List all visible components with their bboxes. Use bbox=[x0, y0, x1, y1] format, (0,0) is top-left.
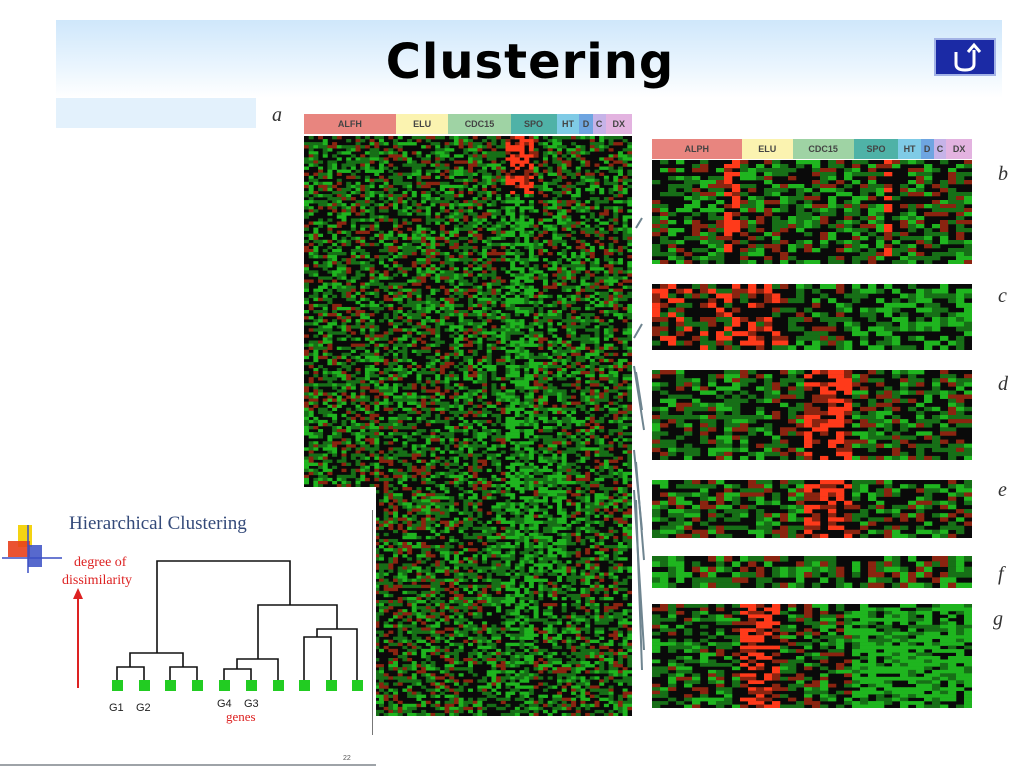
title-band-extension bbox=[56, 98, 256, 128]
y-label-line2: dissimilarity bbox=[62, 573, 132, 588]
condition-alph: ALPH bbox=[652, 139, 742, 159]
leaf-label-g3: G3 bbox=[244, 698, 259, 710]
panel-label-g: g bbox=[993, 608, 1003, 630]
panel-label-f: f bbox=[998, 563, 1004, 585]
slide-title: Clustering bbox=[385, 34, 675, 90]
heatmap-main bbox=[304, 136, 632, 716]
heatmap-cluster-d bbox=[652, 370, 972, 460]
condition-c: C bbox=[592, 114, 606, 134]
cluster-connectors bbox=[633, 217, 645, 671]
gene-leaves bbox=[112, 680, 363, 691]
dendrogram-inset: Hierarchical Clustering degree of dissim… bbox=[62, 487, 376, 735]
condition-ht: HT bbox=[898, 139, 921, 159]
leaf-label-g1: G1 bbox=[109, 702, 124, 714]
footer-rule bbox=[0, 764, 376, 766]
leaf-label-g2: G2 bbox=[136, 702, 151, 714]
condition-dx: DX bbox=[946, 139, 972, 159]
condition-spo: SPO bbox=[853, 139, 899, 159]
heatmap-cluster-c bbox=[652, 284, 972, 350]
genes-label: genes bbox=[226, 709, 256, 724]
condition-c: C bbox=[933, 139, 947, 159]
title-band bbox=[56, 20, 1002, 98]
heatmap-cluster-e bbox=[652, 480, 972, 538]
condition-elu: ELU bbox=[741, 139, 793, 159]
return-button[interactable] bbox=[934, 38, 996, 76]
panel-label-d: d bbox=[998, 373, 1008, 395]
condition-cdc15: CDC15 bbox=[792, 139, 854, 159]
u-turn-arrow-icon bbox=[954, 42, 982, 72]
panel-label-c: c bbox=[998, 285, 1007, 307]
condition-ht: HT bbox=[556, 114, 580, 134]
condition-d: D bbox=[920, 139, 934, 159]
ornament-squares-icon bbox=[2, 525, 62, 573]
condition-alfh: ALFH bbox=[304, 114, 396, 134]
condition-elu: ELU bbox=[395, 114, 449, 134]
panel-label-e: e bbox=[998, 479, 1007, 501]
panel-label-a: a bbox=[272, 104, 282, 126]
heatmap-cluster-f bbox=[652, 556, 972, 588]
heatmap-cluster-g bbox=[652, 604, 972, 708]
dendrogram-branches bbox=[116, 560, 358, 681]
heatmap-cluster-b bbox=[652, 160, 972, 264]
dissimilarity-arrow bbox=[73, 588, 83, 688]
condition-d: D bbox=[579, 114, 593, 134]
inset-divider bbox=[372, 510, 373, 735]
panel-label-b: b bbox=[998, 163, 1008, 185]
dendrogram-title: Hierarchical Clustering bbox=[69, 513, 247, 534]
dendrogram-diagram: Hierarchical Clustering degree of dissim… bbox=[62, 513, 363, 724]
condition-spo: SPO bbox=[510, 114, 557, 134]
condition-cdc15: CDC15 bbox=[448, 114, 511, 134]
y-label-line1: degree of bbox=[74, 555, 127, 570]
page-number: 22 bbox=[343, 755, 351, 762]
condition-dx: DX bbox=[605, 114, 632, 134]
leaf-label-g4: G4 bbox=[217, 698, 232, 710]
